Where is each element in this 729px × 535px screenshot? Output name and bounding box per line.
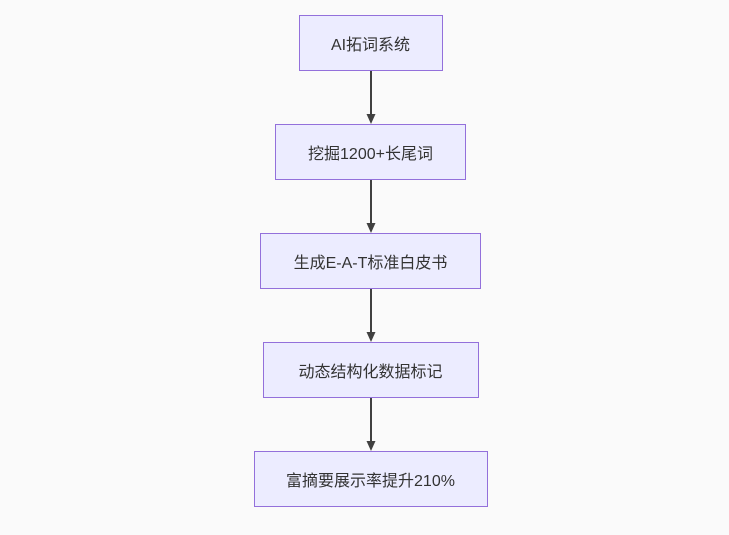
arrow-down-icon [366,71,375,124]
flow-node-label: 动态结构化数据标记 [298,364,443,381]
arrow-down-icon [366,398,375,451]
arrow-down-icon [366,180,375,233]
flowchart: AI拓词系统 挖掘1200+长尾词 生成E-A-T标准白皮书 动态结构化数据标记 [6,15,729,507]
flow-node-eat-whitepaper: 生成E-A-T标准白皮书 [260,233,481,289]
flow-node-label: 生成E-A-T标准白皮书 [293,255,448,272]
flow-node-label: 富摘要展示率提升210% [286,473,455,490]
flow-node-label: AI拓词系统 [330,37,411,54]
flow-node-rich-snippet-result: 富摘要展示率提升210% [253,451,488,507]
flow-node-ai-system: AI拓词系统 [298,15,443,71]
arrow-down-icon [366,289,375,342]
flow-node-longtail-keywords: 挖掘1200+长尾词 [275,124,466,180]
flow-node-structured-data: 动态结构化数据标记 [262,342,479,398]
flow-node-label: 挖掘1200+长尾词 [308,146,433,163]
